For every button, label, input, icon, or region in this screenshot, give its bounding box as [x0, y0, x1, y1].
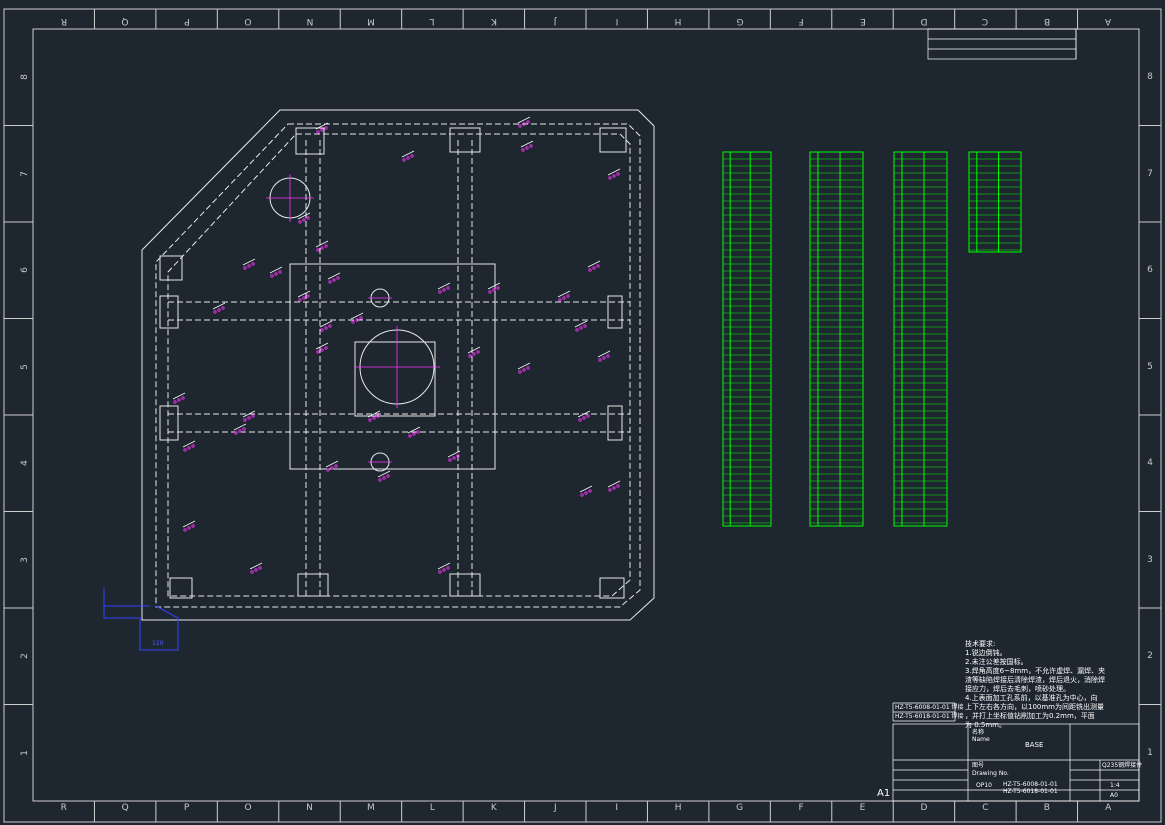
- zone-label: I: [615, 16, 619, 26]
- title-block: [892, 702, 1140, 802]
- zone-label: N: [306, 803, 313, 813]
- note-line: 接应力，焊后去毛刺，喷砂处理。: [965, 685, 1070, 693]
- zone-label: 7: [20, 170, 30, 177]
- zone-label: M: [367, 16, 375, 26]
- zone-label: 1: [1147, 747, 1153, 758]
- zone-label: B: [1043, 803, 1050, 813]
- part-name-sublabel: Name: [972, 736, 990, 743]
- notes-title: 技术要求:: [965, 640, 996, 648]
- zone-label: 3: [1147, 554, 1153, 565]
- zone-label: P: [183, 803, 190, 813]
- sheet-size: A0: [1110, 792, 1118, 799]
- zone-label: 8: [20, 74, 30, 81]
- material: Q235钢焊接件: [1102, 762, 1143, 769]
- technical-notes: 技术要求: 1.锐边倒钝。2.未注公差按国标。3.焊角高度6~8mm，不允许虚焊…: [965, 640, 1145, 730]
- dimension-value: 120: [152, 640, 164, 647]
- zone-label: M: [367, 803, 375, 813]
- stage: OP10: [976, 782, 992, 789]
- drawing-no-1: HZ-T5-6008-01-01: [1003, 781, 1058, 788]
- note-line: 上下左右各方向，以100mm为间距铣出测量: [965, 703, 1104, 711]
- note-line: 为 0.5mm。: [965, 721, 1006, 729]
- dimension: [103, 588, 179, 651]
- zone-label: 2: [20, 653, 30, 660]
- zone-label: C: [982, 16, 989, 26]
- zone-label: 3: [20, 556, 30, 563]
- part-name: BASE: [1025, 741, 1044, 749]
- zone-label: H: [674, 803, 682, 813]
- zone-label: F: [798, 803, 804, 813]
- center-lines: [266, 174, 440, 463]
- zone-label: D: [920, 803, 928, 813]
- zone-label: 6: [1147, 265, 1153, 276]
- zone-label: L: [429, 16, 435, 26]
- zone-label: P: [183, 16, 190, 26]
- note-line: 4.上表面加工孔系前，以基准孔为中心，向: [965, 694, 1098, 702]
- zone-label: G: [736, 16, 744, 26]
- zone-label: 1: [20, 749, 30, 756]
- zone-label: I: [615, 803, 619, 813]
- zone-label: E: [859, 16, 866, 26]
- zone-label: 2: [1147, 651, 1153, 662]
- zone-label: Q: [121, 803, 129, 813]
- zone-label: 4: [1147, 458, 1153, 469]
- note-line: 渣等缺陷焊接后清除焊渣，焊后退火，消除焊: [965, 676, 1105, 684]
- drawing-no-2: HZ-T5-6018-01-01: [1003, 788, 1058, 795]
- zone-label: B: [1043, 16, 1050, 26]
- drawing-no-sublabel: Drawing No.: [972, 770, 1009, 777]
- zone-label: 8: [1147, 72, 1153, 83]
- coordinate-tables: [722, 151, 1022, 527]
- drawing-no-label: 图号: [972, 762, 985, 769]
- zone-label: 6: [20, 267, 30, 274]
- part-name-label: 名称: [972, 729, 985, 736]
- zone-label: A: [1105, 803, 1112, 813]
- zone-label: C: [982, 803, 989, 813]
- sheet-size-label: A1: [877, 788, 891, 799]
- zone-label: D: [920, 16, 928, 26]
- zone-label: R: [60, 16, 67, 26]
- zone-label: O: [244, 803, 252, 813]
- note-line: 2.未注公差按国标。: [965, 658, 1028, 666]
- zone-label: 4: [20, 460, 30, 467]
- zone-label: L: [429, 803, 435, 813]
- note-line: 1.锐边倒钝。: [965, 649, 1007, 657]
- ref-drawing-2: HZ-T5-6018-01-01 焊接: [895, 713, 964, 720]
- zone-label: F: [798, 16, 804, 26]
- zone-label: J: [553, 16, 557, 26]
- zone-label: 5: [20, 363, 30, 370]
- zone-label: E: [859, 803, 866, 813]
- zone-label: A: [1105, 16, 1112, 26]
- zone-label: G: [736, 803, 744, 813]
- zone-label: Q: [121, 16, 129, 26]
- zone-label: K: [490, 803, 497, 813]
- zone-label: 5: [1147, 361, 1153, 372]
- zone-label: H: [674, 16, 682, 26]
- note-line: 3.焊角高度6~8mm，不允许虚焊、漏焊、夹: [965, 667, 1106, 675]
- zone-label: K: [490, 16, 497, 26]
- hole-marks: [172, 116, 621, 574]
- note-line: ，并打上坐标值钻削加工为0.2mm，平面: [965, 712, 1095, 720]
- ref-drawing-1: HZ-T5-6008-01-01 焊接: [895, 704, 964, 711]
- part-outline: [141, 109, 655, 621]
- zone-label: R: [60, 803, 67, 813]
- zone-label: J: [553, 803, 557, 813]
- revision-table: [927, 28, 1077, 60]
- zone-label: O: [244, 16, 252, 26]
- scale: 1:4: [1110, 782, 1120, 789]
- zone-label: N: [306, 16, 313, 26]
- zone-label: 7: [1147, 168, 1153, 179]
